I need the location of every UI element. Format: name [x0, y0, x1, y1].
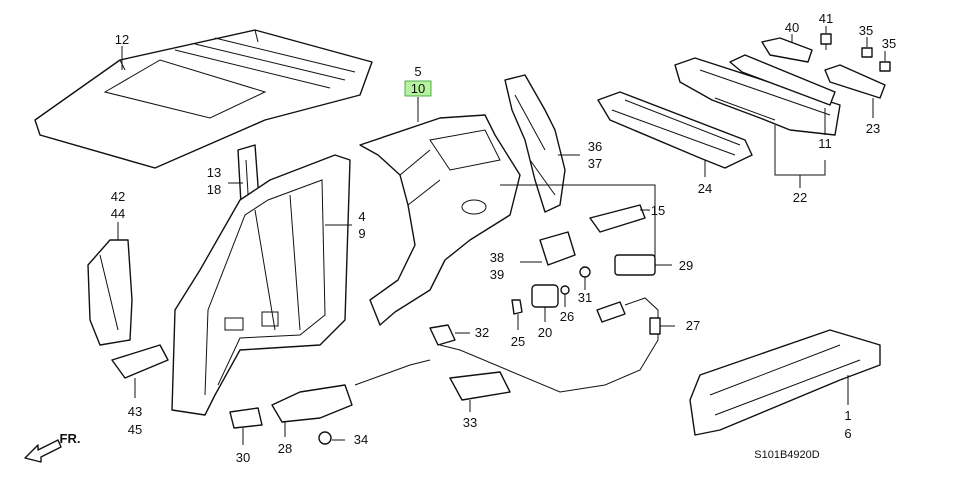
callout-35-a: 35: [859, 23, 873, 38]
side-sill-part[interactable]: [689, 329, 881, 436]
callout-42: 42: [111, 189, 125, 204]
part-26-grommet[interactable]: [560, 285, 570, 295]
callout-10-highlight: [404, 80, 432, 97]
callout-26: 26: [560, 309, 574, 324]
rear-inner-panel-part[interactable]: [504, 74, 566, 213]
part-33-pad[interactable]: [449, 371, 511, 401]
callout-22: 22: [793, 190, 807, 205]
front-arrow-label: FR.: [60, 431, 81, 446]
roof-panel-part[interactable]: [34, 29, 373, 169]
callout-33: 33: [463, 415, 477, 430]
part-25-hinge[interactable]: [511, 299, 523, 315]
callout-44: 44: [111, 206, 125, 221]
group-divider: [500, 184, 656, 260]
bolt-41-part[interactable]: [820, 33, 832, 50]
callout-12: 12: [115, 32, 129, 47]
callout-15: 15: [651, 203, 665, 218]
callout-13: 13: [207, 165, 221, 180]
callout-11: 11: [818, 136, 832, 151]
bolt-34-part[interactable]: [318, 431, 332, 445]
callout-6: 6: [844, 426, 851, 441]
fuel-lid-box-part[interactable]: [539, 231, 576, 266]
stiffener-part[interactable]: [111, 344, 169, 379]
callout-5: 5: [414, 64, 421, 79]
bracket-40-part[interactable]: [761, 37, 813, 63]
callout-9: 9: [358, 226, 365, 241]
clip-35-part-2[interactable]: [879, 61, 891, 72]
callout-35-b: 35: [882, 36, 896, 51]
rear-quarter-panel-part[interactable]: [359, 114, 521, 326]
callout-32: 32: [475, 325, 489, 340]
rear-panel-part[interactable]: [674, 57, 841, 136]
callout-45: 45: [128, 422, 142, 437]
front-direction-arrow-icon: [24, 439, 62, 463]
part-29-module[interactable]: [614, 254, 656, 276]
callout-41: 41: [819, 11, 833, 26]
front-pillar-lower-part[interactable]: [87, 239, 133, 346]
part-30-cover[interactable]: [229, 407, 263, 429]
part-32-clip[interactable]: [429, 324, 456, 346]
callout-30: 30: [236, 450, 250, 465]
callout-29: 29: [679, 258, 693, 273]
clip-35-part-1[interactable]: [861, 47, 873, 58]
callout-1: 1: [844, 408, 851, 423]
fuel-lid-part[interactable]: [531, 284, 559, 308]
callout-34: 34: [354, 432, 368, 447]
bracket-23-part[interactable]: [824, 64, 886, 99]
callout-10: 10: [411, 81, 425, 96]
callout-23: 23: [866, 121, 880, 136]
callout-40: 40: [785, 20, 799, 35]
callout-20: 20: [538, 325, 552, 340]
callout-4: 4: [358, 209, 365, 224]
rear-cross-member-part[interactable]: [729, 54, 836, 106]
rear-floor-member-part[interactable]: [597, 91, 753, 169]
diagram-code: S101B4920D: [754, 449, 819, 461]
callout-24: 24: [698, 181, 712, 196]
callout-37: 37: [588, 156, 602, 171]
callout-18: 18: [207, 182, 221, 197]
opener-handle-part[interactable]: [271, 384, 353, 423]
callout-38: 38: [490, 250, 504, 265]
callout-25: 25: [511, 334, 525, 349]
callout-36: 36: [588, 139, 602, 154]
callout-31: 31: [578, 290, 592, 305]
callout-43: 43: [128, 404, 142, 419]
opener-rod: [354, 359, 431, 386]
part-15-bracket[interactable]: [589, 204, 646, 233]
side-body-frame-part[interactable]: [171, 154, 351, 416]
callout-39: 39: [490, 267, 504, 282]
part-31-bolt[interactable]: [579, 266, 591, 278]
callout-27: 27: [686, 318, 700, 333]
callout-28: 28: [278, 441, 292, 456]
